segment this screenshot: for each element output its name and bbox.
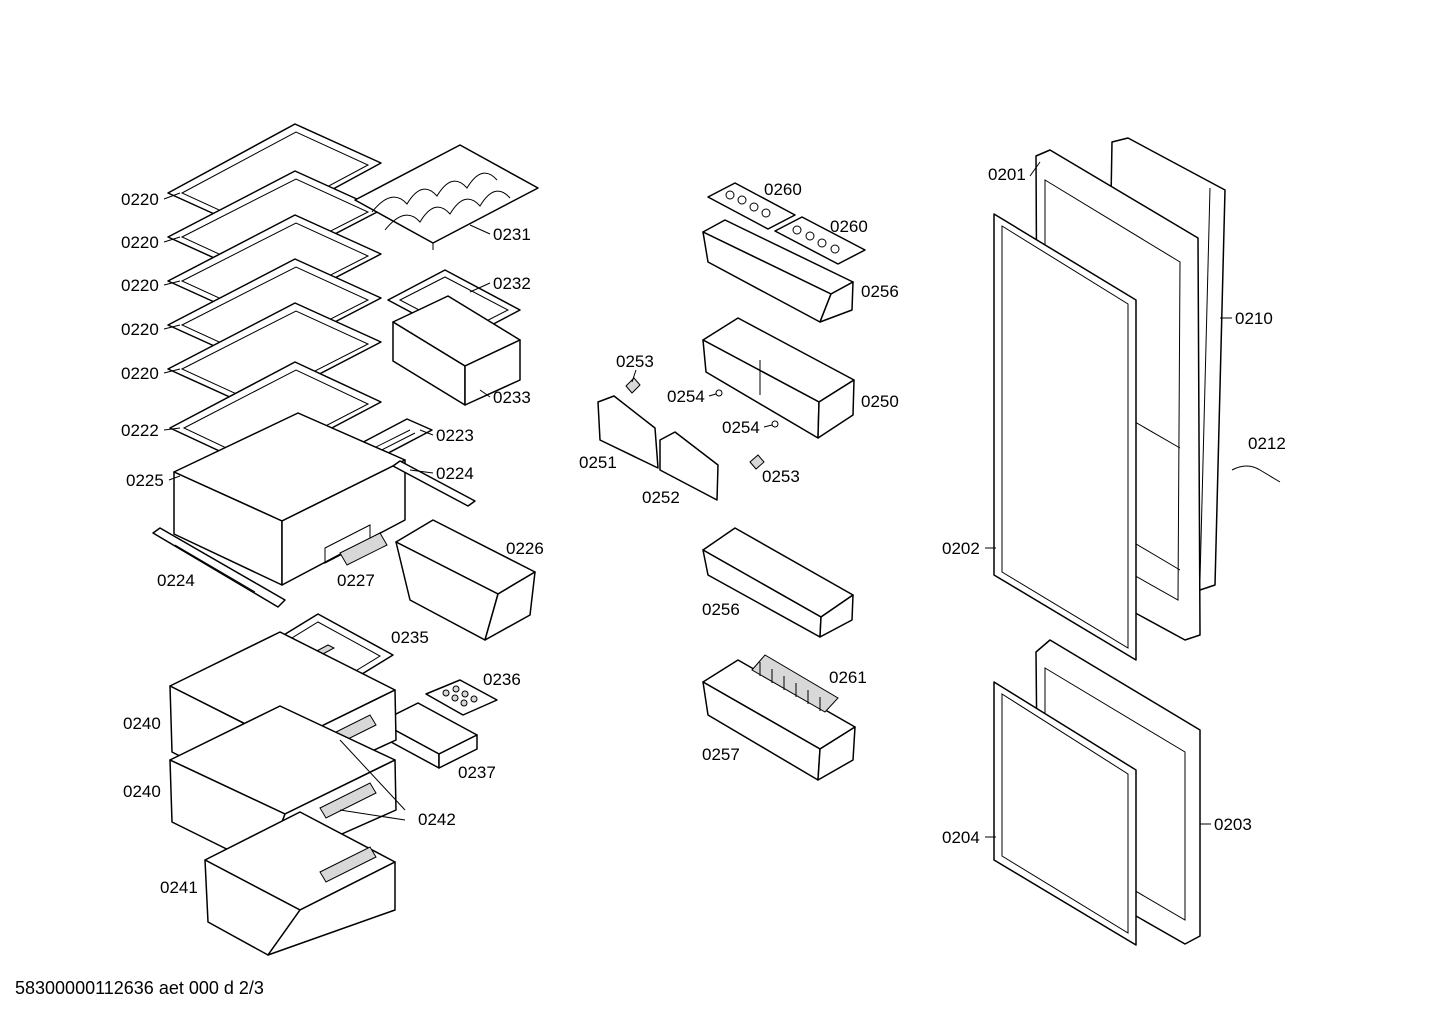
rail-0224-right xyxy=(392,460,476,507)
label-0254-a: 0254 xyxy=(667,387,705,406)
ice-cube-tray-0236 xyxy=(425,679,498,716)
divider-0252 xyxy=(659,431,719,501)
label-0252: 0252 xyxy=(642,488,680,507)
box-0226 xyxy=(395,519,536,641)
label-0261: 0261 xyxy=(829,668,867,687)
label-0251: 0251 xyxy=(579,453,617,472)
screw-0254-b xyxy=(771,420,779,428)
door-shelf-0256-bottom xyxy=(702,527,854,638)
label-0224-left: 0224 xyxy=(157,571,195,590)
label-0223: 0223 xyxy=(436,426,474,445)
freezer-gasket-0204 xyxy=(993,681,1137,946)
freezer-drawer-0241 xyxy=(204,811,396,956)
label-0233: 0233 xyxy=(493,388,531,407)
box-0233 xyxy=(392,295,521,406)
egg-tray-0260-1 xyxy=(707,182,796,230)
label-0227: 0227 xyxy=(337,571,375,590)
label-0226: 0226 xyxy=(506,539,544,558)
label-0203: 0203 xyxy=(1214,815,1252,834)
label-0220-3: 0220 xyxy=(121,276,159,295)
label-0242: 0242 xyxy=(418,810,456,829)
label-0204: 0204 xyxy=(942,828,980,847)
label-0240-2: 0240 xyxy=(123,782,161,801)
label-0210: 0210 xyxy=(1235,309,1273,328)
door-gasket-0202 xyxy=(993,213,1137,661)
cable-0212 xyxy=(1231,465,1281,483)
label-0220-4: 0220 xyxy=(121,320,159,339)
leader-lines xyxy=(163,161,1232,838)
glass-shelf-0220-5 xyxy=(167,302,382,409)
label-0237: 0237 xyxy=(458,763,496,782)
label-0254-b: 0254 xyxy=(722,418,760,437)
label-0232: 0232 xyxy=(493,274,531,293)
label-0201: 0201 xyxy=(988,165,1026,184)
label-0236: 0236 xyxy=(483,670,521,689)
filter-pad-0227 xyxy=(339,532,388,566)
label-0220-2: 0220 xyxy=(121,233,159,252)
clip-0253-a xyxy=(625,377,641,394)
crisper-drawer-0225 xyxy=(173,412,406,586)
label-0250: 0250 xyxy=(861,392,899,411)
label-0202: 0202 xyxy=(942,539,980,558)
bottle-holder-0261 xyxy=(751,654,839,713)
label-0253-b: 0253 xyxy=(762,467,800,486)
label-0222: 0222 xyxy=(121,421,159,440)
label-0235: 0235 xyxy=(391,628,429,647)
label-0225: 0225 xyxy=(126,471,164,490)
screw-0254-a xyxy=(715,389,723,397)
label-0260-2: 0260 xyxy=(830,217,868,236)
label-0220-5: 0220 xyxy=(121,364,159,383)
label-0253-a: 0253 xyxy=(616,352,654,371)
label-0231: 0231 xyxy=(493,225,531,244)
rail-0224-left xyxy=(152,527,286,608)
label-0224-right: 0224 xyxy=(436,464,474,483)
label-0240-1: 0240 xyxy=(123,714,161,733)
egg-tray-0260-2 xyxy=(774,216,866,265)
label-0256-bottom: 0256 xyxy=(702,600,740,619)
label-0260-1: 0260 xyxy=(764,180,802,199)
bottle-shelf-0257 xyxy=(702,659,856,781)
label-0257: 0257 xyxy=(702,745,740,764)
clip-0253-b xyxy=(749,454,765,470)
divider-0251 xyxy=(597,395,659,469)
door-shelf-0250 xyxy=(702,317,855,439)
label-0241: 0241 xyxy=(160,878,198,897)
bottle-rack-0231 xyxy=(354,144,539,250)
label-0256-top: 0256 xyxy=(861,282,899,301)
door-shelf-0256-top xyxy=(702,219,854,323)
label-0212: 0212 xyxy=(1248,434,1286,453)
label-0220-1: 0220 xyxy=(121,190,159,209)
drawing-reference: 58300000112636 aet 000 d 2/3 xyxy=(15,978,264,998)
